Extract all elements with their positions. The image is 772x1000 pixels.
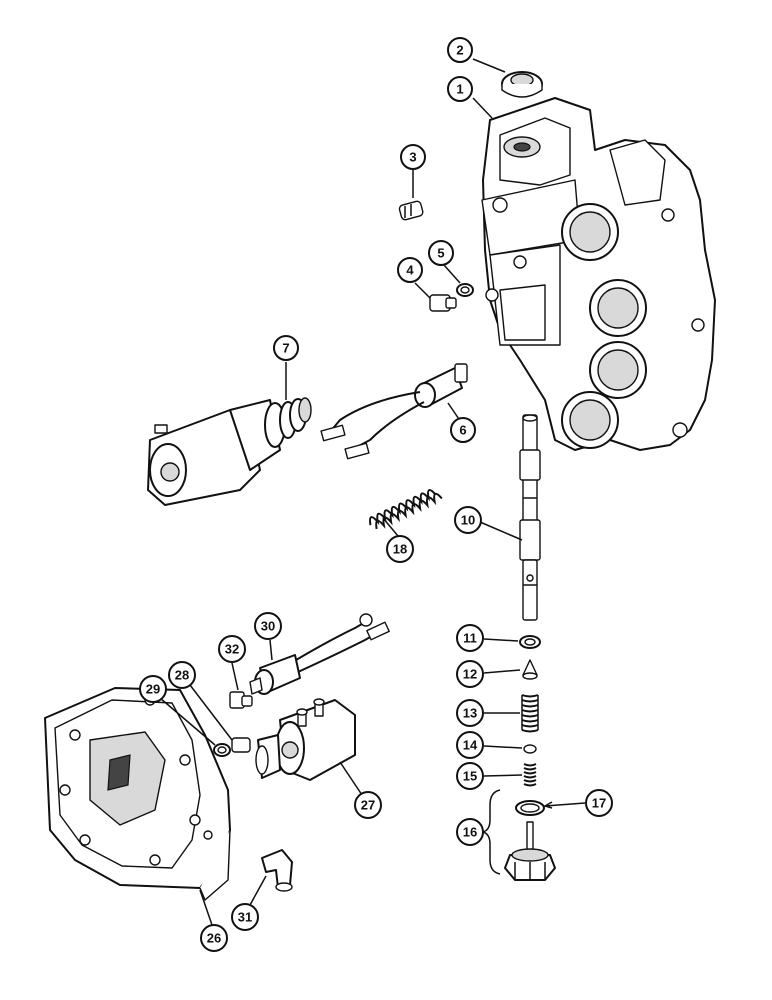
callout-14: 14	[456, 731, 484, 759]
svg-text:1: 1	[456, 82, 463, 97]
poppet-part-12	[522, 659, 538, 680]
spring-part-13	[521, 694, 539, 733]
svg-text:7: 7	[282, 341, 289, 356]
svg-text:29: 29	[146, 682, 160, 697]
svg-text:11: 11	[463, 631, 477, 646]
callout-32: 32	[218, 635, 246, 663]
callout-6: 6	[450, 417, 476, 443]
o-ring-part-17	[515, 800, 545, 816]
fitting-part-32	[229, 691, 253, 709]
valve-body-part-1	[481, 97, 716, 451]
callout-5: 5	[428, 240, 454, 266]
svg-text:14: 14	[463, 738, 478, 753]
callout-7: 7	[273, 335, 299, 361]
callout-4: 4	[397, 257, 423, 283]
svg-text:5: 5	[437, 246, 444, 261]
callout-26: 26	[200, 924, 228, 952]
callout-15: 15	[456, 762, 484, 790]
callout-29: 29	[139, 675, 167, 703]
svg-text:16: 16	[463, 825, 477, 840]
callout-2: 2	[447, 37, 473, 63]
switch-part-30	[249, 613, 390, 695]
clip-part-11	[519, 635, 541, 649]
set-screw-part-3	[398, 200, 424, 221]
callout-11: 11	[456, 624, 484, 652]
callout-1: 1	[447, 76, 473, 102]
callout-27: 27	[354, 791, 382, 819]
svg-text:2: 2	[456, 43, 463, 58]
callout-18: 18	[386, 535, 414, 563]
callout-30: 30	[254, 612, 282, 640]
svg-text:15: 15	[463, 769, 477, 784]
o-ring-part-5	[456, 283, 474, 297]
solenoid-part-7	[147, 397, 312, 506]
svg-text:17: 17	[592, 796, 606, 811]
svg-text:6: 6	[459, 423, 466, 438]
leader-lines	[159, 58, 586, 926]
spring-part-15	[523, 763, 537, 787]
svg-text:27: 27	[361, 798, 375, 813]
callout-10: 10	[454, 506, 482, 534]
svg-text:3: 3	[409, 150, 416, 165]
callout-31: 31	[231, 903, 259, 931]
bracket-part-16	[480, 789, 501, 875]
spool-part-10	[519, 414, 541, 621]
spring-part-18	[369, 489, 443, 530]
callout-3: 3	[400, 144, 426, 170]
svg-text:30: 30	[261, 619, 275, 634]
plug-part-16	[504, 821, 556, 881]
svg-text:4: 4	[406, 263, 414, 278]
solenoid-part-27	[255, 698, 356, 781]
o-ring-part-29	[213, 743, 231, 757]
svg-text:10: 10	[461, 513, 475, 528]
callout-16: 16	[456, 818, 484, 846]
washer-part-14	[523, 744, 537, 754]
svg-text:12: 12	[463, 667, 477, 682]
elbow-part-31	[261, 849, 293, 892]
svg-text:26: 26	[207, 931, 221, 946]
svg-text:18: 18	[393, 542, 407, 557]
plug-part-4	[429, 294, 457, 312]
plug-part-28	[231, 737, 251, 753]
seal-part-2	[501, 71, 543, 98]
callout-17: 17	[585, 789, 613, 817]
callout-12: 12	[456, 660, 484, 688]
switch-part-6	[320, 363, 468, 460]
callout-13: 13	[456, 699, 484, 727]
port-openings	[561, 203, 647, 449]
svg-text:28: 28	[175, 668, 189, 683]
svg-text:13: 13	[463, 706, 477, 721]
callout-28: 28	[168, 661, 196, 689]
cover-plate-part-26	[44, 687, 231, 901]
svg-text:32: 32	[225, 642, 239, 657]
svg-text:31: 31	[238, 910, 252, 925]
